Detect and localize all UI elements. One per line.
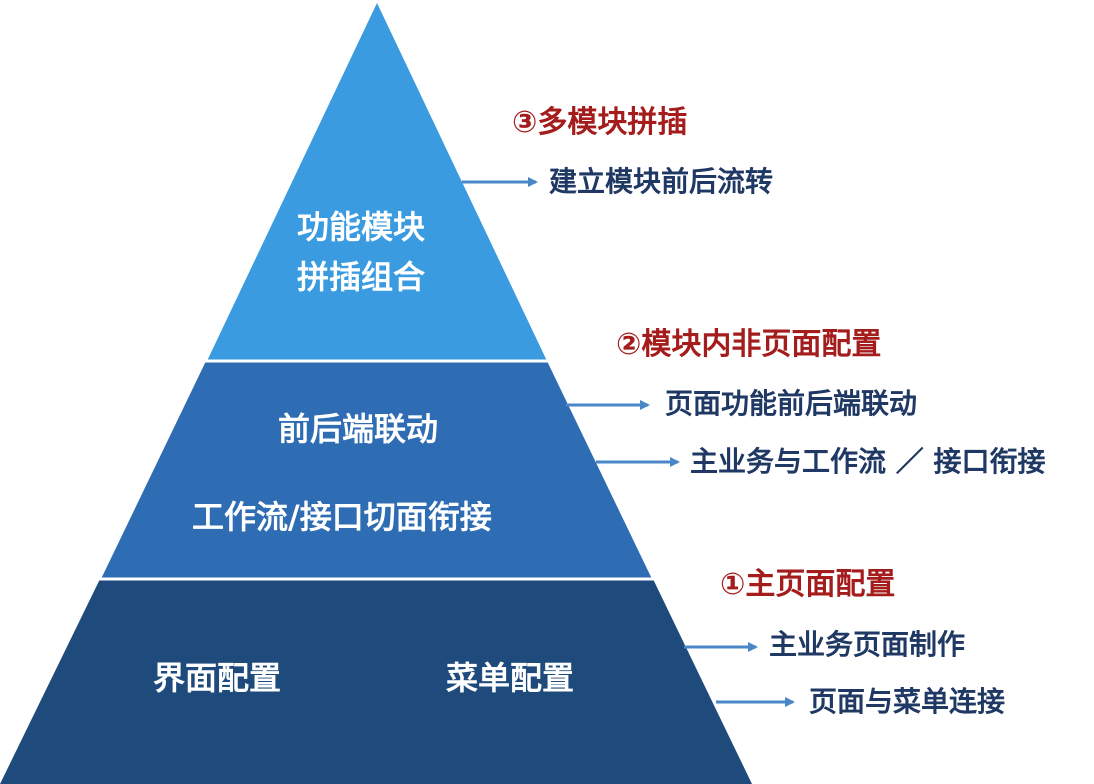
pyramid-tier-bottom — [0, 579, 752, 784]
bottom-tier-left-label: 界面配置 — [153, 659, 282, 697]
pyramid-tier-top — [207, 3, 547, 361]
level2-item-2: 主业务与工作流 ／ 接口衔接 — [690, 445, 1046, 478]
middle-tier-line-1: 前后端联动 — [278, 410, 439, 448]
pyramid-tier-middle — [101, 361, 652, 579]
top-tier-line-2: 拼插组合 — [297, 258, 426, 296]
level1-title: ①主页面配置 — [720, 567, 896, 602]
bottom-tier-right-label: 菜单配置 — [446, 659, 575, 697]
level3-title: ③多模块拼插 — [512, 105, 688, 140]
level2-item-1: 页面功能前后端联动 — [665, 387, 918, 420]
level2-title: ②模块内非页面配置 — [616, 327, 882, 362]
top-tier-line-1: 功能模块 — [297, 208, 426, 246]
level1-item-2: 页面与菜单连接 — [809, 685, 1006, 718]
middle-tier-line-2: 工作流/接口切面衔接 — [192, 498, 492, 536]
level1-item-1: 主业务页面制作 — [769, 628, 966, 661]
level3-item-1: 建立模块前后流转 — [549, 165, 774, 198]
